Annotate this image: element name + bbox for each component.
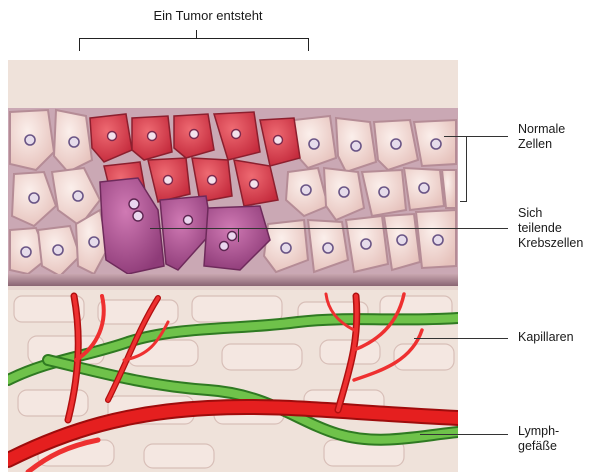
label-capillaries: Kapillaren — [518, 330, 574, 345]
dividing-cells-leader — [150, 228, 508, 229]
label-lymph-vessels: Lymph- gefäße — [518, 424, 559, 454]
title-bracket-tick — [196, 30, 197, 39]
normal-cells-leader — [444, 136, 508, 137]
label-normal-cells: Normale Zellen — [518, 122, 565, 152]
capillaries-leader — [414, 338, 508, 339]
normal-cells-bracket — [460, 136, 467, 202]
lymph-leader — [420, 434, 508, 435]
diagram-title: Ein Tumor entsteht — [118, 8, 298, 23]
dividing-cells-tick — [238, 228, 239, 242]
tissue-illustration — [8, 60, 458, 472]
basement-membrane — [8, 274, 458, 286]
title-bracket — [79, 38, 309, 51]
label-dividing-cells: Sich teilende Krebszellen — [518, 206, 583, 251]
